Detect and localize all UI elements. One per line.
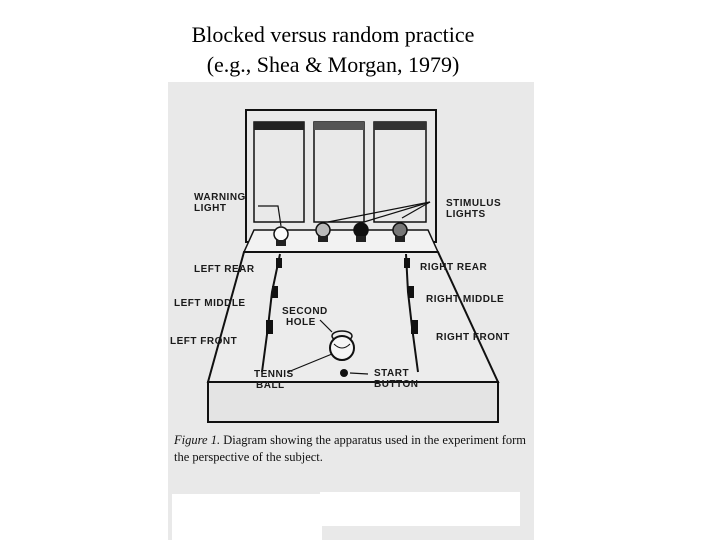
slide-title: Blocked versus random practice (e.g., Sh… bbox=[0, 20, 666, 80]
target-right-middle bbox=[408, 286, 414, 298]
target-left-middle bbox=[272, 286, 278, 298]
display-window-right-strip bbox=[374, 122, 426, 130]
label-left-rear: LEFT REAR bbox=[194, 264, 255, 275]
tennis-ball-seam bbox=[333, 343, 351, 349]
target-left-rear bbox=[276, 258, 282, 268]
stimulus-light-3-icon bbox=[392, 222, 408, 238]
label-stimulus-lights-1: STIMULUS bbox=[446, 198, 501, 209]
label-left-middle: LEFT MIDDLE bbox=[174, 298, 246, 309]
figure-caption-label: Figure 1. bbox=[174, 433, 221, 447]
label-tennis-ball-1: TENNIS bbox=[254, 369, 294, 380]
warning-light-icon bbox=[273, 226, 289, 242]
tennis-ball-leader bbox=[287, 353, 333, 373]
target-right-rear bbox=[404, 258, 410, 268]
display-window-left bbox=[253, 121, 305, 223]
label-right-middle: RIGHT MIDDLE bbox=[426, 294, 504, 305]
label-stimulus-lights-2: LIGHTS bbox=[446, 209, 486, 220]
stimulus-light-2-icon bbox=[353, 222, 369, 238]
target-right-front bbox=[411, 320, 418, 334]
figure-caption: Figure 1. Diagram showing the apparatus … bbox=[174, 432, 526, 466]
display-window-middle bbox=[313, 121, 365, 223]
label-second-hole-1: SECOND bbox=[282, 306, 328, 317]
display-window-right bbox=[373, 121, 427, 223]
stimulus-leader-1 bbox=[401, 201, 431, 219]
label-right-rear: RIGHT REAR bbox=[420, 262, 488, 273]
stimulus-light-1-base bbox=[318, 236, 328, 242]
label-second-hole-2: HOLE bbox=[286, 317, 316, 328]
label-left-front: LEFT FRONT bbox=[170, 336, 237, 347]
slide-title-line-2: (e.g., Shea & Morgan, 1979) bbox=[206, 52, 460, 77]
slide-title-line-1: Blocked versus random practice bbox=[191, 22, 475, 47]
label-right-front: RIGHT FRONT bbox=[436, 332, 510, 343]
light-ledge bbox=[242, 229, 440, 253]
stimulus-leader-3 bbox=[327, 201, 431, 223]
scanned-figure: WARNING LIGHT STIMULUS LIGHTS LEFT REAR … bbox=[168, 82, 534, 540]
label-start-button-2: BUTTON bbox=[374, 379, 418, 390]
scan-bottom-patch-left bbox=[172, 494, 322, 540]
label-warning-light-2: LIGHT bbox=[194, 203, 227, 214]
stimulus-light-2-base bbox=[356, 236, 366, 242]
target-left-front bbox=[266, 320, 273, 334]
display-window-left-strip bbox=[254, 122, 304, 130]
stimulus-light-3-base bbox=[395, 236, 405, 242]
second-hole-leader bbox=[319, 319, 333, 333]
apparatus-diagram: WARNING LIGHT STIMULUS LIGHTS LEFT REAR … bbox=[170, 109, 510, 423]
label-start-button-1: START bbox=[374, 368, 409, 379]
stimulus-light-1-icon bbox=[315, 222, 331, 238]
right-barrier bbox=[405, 253, 419, 373]
display-window-middle-strip bbox=[314, 122, 364, 130]
table-front bbox=[207, 381, 499, 423]
figure-caption-text: Diagram showing the apparatus used in th… bbox=[174, 433, 526, 464]
label-tennis-ball-2: BALL bbox=[256, 380, 285, 391]
start-button-leader bbox=[349, 372, 369, 375]
scan-bottom-patch-right bbox=[320, 492, 520, 526]
start-button-icon bbox=[340, 369, 348, 377]
left-barrier bbox=[261, 253, 281, 373]
stimulus-leader-2 bbox=[363, 201, 431, 223]
warning-light-leader bbox=[258, 205, 282, 227]
label-warning-light-1: WARNING bbox=[194, 192, 246, 203]
warning-light-base bbox=[276, 240, 286, 246]
